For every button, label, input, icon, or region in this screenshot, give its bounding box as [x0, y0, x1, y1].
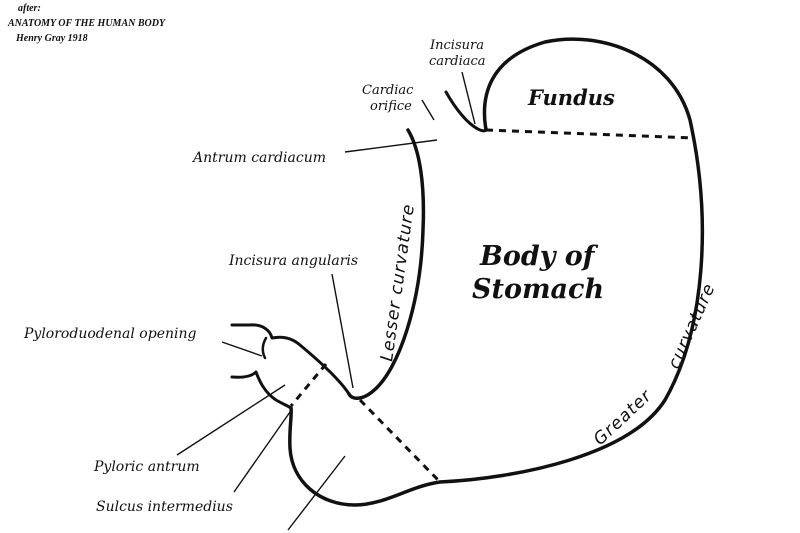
body-label-line1: Body of: [479, 241, 599, 272]
pyloric-antrum-label: Pyloric antrum: [93, 459, 200, 475]
angular-boundary-dashes: [358, 398, 442, 484]
cardiac-orifice-leader: [421, 99, 435, 121]
greater-curvature-label-1: Greater: [590, 386, 656, 450]
pyloric-antrum-leader: [176, 384, 286, 456]
sulcus-intermedius-label: Sulcus intermedius: [96, 499, 233, 515]
body-label-line2: Stomach: [472, 274, 604, 305]
credit-author: Henry Gray 1918: [15, 33, 88, 44]
lower-leader: [287, 455, 346, 531]
fundus-label: Fundus: [527, 85, 615, 110]
pyloric-boundary-dashes: [289, 363, 328, 407]
sulcus-intermedius-leader: [233, 411, 291, 493]
greater-curvature-label-2: curvature: [664, 280, 719, 372]
greater-curvature-outline: [288, 37, 705, 507]
cardiac-orifice-label-1: Cardiac: [362, 83, 414, 98]
pylorus-inner-outline: [261, 336, 268, 360]
incisura-cardiaca-label-2: cardiaca: [429, 54, 486, 69]
antrum-cardiacum-leader: [344, 139, 438, 153]
incisura-angularis-leader: [331, 273, 354, 389]
duodenum-outline: [230, 370, 293, 410]
cardiac-orifice-label-2: orifice: [370, 99, 412, 114]
credit-book-title: ANATOMY OF THE HUMAN BODY: [7, 18, 166, 29]
fundus-boundary-dashes: [485, 128, 694, 140]
credit-after: after:: [18, 3, 41, 14]
incisura-angularis-label: Incisura angularis: [228, 253, 358, 269]
lesser-curvature-label: Lesser curvature: [377, 202, 419, 362]
lesser-curvature-outline: [347, 128, 426, 400]
incisura-cardiaca-outline: [444, 90, 488, 133]
antrum-cardiacum-label: Antrum cardiacum: [191, 150, 326, 166]
pyloroduodenal-opening-label: Pyloroduodenal opening: [23, 326, 196, 342]
incisura-cardiaca-label-1: Incisura: [429, 38, 484, 53]
incisura-cardiaca-leader: [461, 71, 476, 125]
pyloroduodenal-leader: [221, 341, 263, 357]
pylorus-outline: [230, 323, 351, 396]
